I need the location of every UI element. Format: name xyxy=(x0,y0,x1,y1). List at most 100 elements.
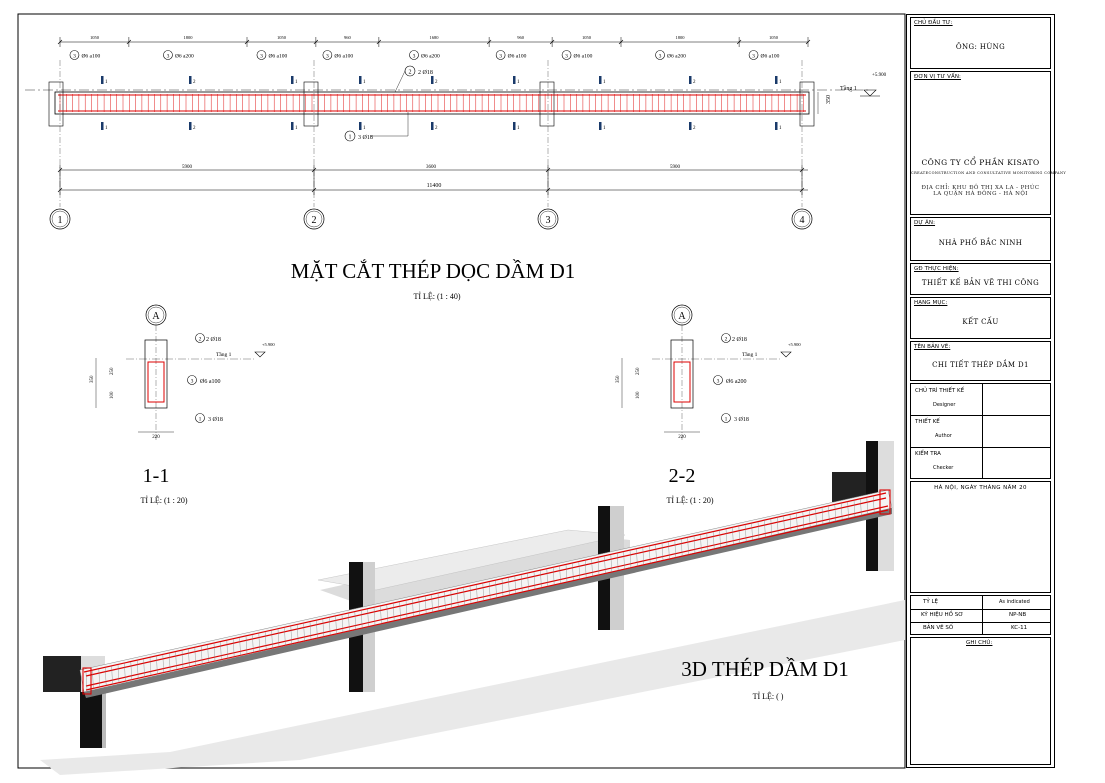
stirrup-label-1: 3 Ø6 a200 xyxy=(163,50,194,60)
svg-text:Ø6 a200: Ø6 a200 xyxy=(175,54,194,60)
svg-text:Ø6 a100: Ø6 a100 xyxy=(574,54,593,60)
svg-text:1: 1 xyxy=(363,126,366,131)
svg-text:2: 2 xyxy=(193,80,196,85)
top-dim-0: 1050 xyxy=(90,35,100,40)
story-label: Tầng 1 xyxy=(840,85,857,92)
owner-box: CHỦ ĐẦU TƯ: ÔNG: HÙNG xyxy=(910,17,1051,69)
svg-text:4: 4 xyxy=(800,215,805,226)
svg-text:Ø6 a100: Ø6 a100 xyxy=(508,54,527,60)
svg-text:+5.900: +5.900 xyxy=(788,342,801,347)
grid-bubble-3: 3 xyxy=(537,60,559,230)
svg-text:A: A xyxy=(152,311,160,322)
svg-text:Ø6 a200: Ø6 a200 xyxy=(667,54,686,60)
cut-mark-5: 11 xyxy=(513,76,520,131)
svg-text:1: 1 xyxy=(779,126,782,131)
grid-bubble-2: 2 xyxy=(303,60,325,230)
svg-text:3: 3 xyxy=(167,53,170,59)
span-dim-0: 5900 xyxy=(182,165,193,170)
top-dim-7: 1800 xyxy=(676,35,686,40)
cut-mark-3: 11 xyxy=(359,76,366,131)
cut-mark-2: 11 xyxy=(291,76,298,131)
phase-box: GĐ THỰC HIỆN: THIẾT KẾ BẢN VẼ THI CÔNG xyxy=(910,263,1051,295)
grid-bubble-4: 4 xyxy=(791,60,813,230)
top-bar-callout: 2 2 Ø18 xyxy=(394,65,433,93)
span-dim-1: 3600 xyxy=(426,165,437,170)
svg-text:250: 250 xyxy=(110,367,115,375)
svg-text:3 Ø18: 3 Ø18 xyxy=(208,417,223,423)
category-box: HẠNG MỤC: KẾT CẤU xyxy=(910,297,1051,339)
svg-text:1: 1 xyxy=(295,126,298,131)
stirrup-label-4: 3 Ø6 a200 xyxy=(409,50,440,60)
view3d-title: 3D THÉP DẦM D1 xyxy=(681,657,848,681)
top-dim-2: 1050 xyxy=(277,35,287,40)
stirrup-label-6: 3 Ø6 a100 xyxy=(561,50,593,60)
svg-text:3: 3 xyxy=(413,53,416,59)
svg-text:3: 3 xyxy=(191,378,194,384)
date-line: HÀ NỘI, NGÀY THÁNG NĂM 20 xyxy=(934,485,1027,491)
svg-text:2 Ø18: 2 Ø18 xyxy=(418,70,433,76)
svg-text:2: 2 xyxy=(193,126,196,131)
cut-mark-8: 11 xyxy=(775,76,782,131)
span-dim-2: 5900 xyxy=(670,165,681,170)
svg-text:2: 2 xyxy=(693,126,696,131)
svg-text:1: 1 xyxy=(349,135,352,141)
svg-text:Ø6 a200: Ø6 a200 xyxy=(421,54,440,60)
svg-text:1: 1 xyxy=(603,80,606,85)
svg-text:1: 1 xyxy=(517,80,520,85)
svg-text:3: 3 xyxy=(717,378,720,384)
svg-text:1: 1 xyxy=(199,416,202,422)
top-dim-5: 960 xyxy=(517,35,525,40)
project-box: DỰ ÁN: NHÀ PHỐ BẮC NINH xyxy=(910,217,1051,261)
svg-text:3 Ø18: 3 Ø18 xyxy=(358,135,373,141)
svg-text:220: 220 xyxy=(152,435,160,440)
stirrup-label-7: 3 Ø6 a200 xyxy=(655,50,686,60)
svg-text:1-1: 1-1 xyxy=(143,465,170,487)
svg-text:TỈ LỆ: (1 : 20): TỈ LỆ: (1 : 20) xyxy=(666,495,713,505)
column-stub-1 xyxy=(303,81,319,127)
company-address: ĐỊA CHỈ: KHU ĐÔ THỊ XA LA - PHÚC LA QUẬN… xyxy=(921,185,1040,197)
cut-mark-1: 22 xyxy=(189,76,196,131)
svg-text:Ø6 a100: Ø6 a100 xyxy=(81,54,100,60)
svg-text:3: 3 xyxy=(565,53,568,59)
sheet-name: CHI TIẾT THÉP DẦM D1 xyxy=(932,361,1029,369)
consultant-box: ĐƠN VỊ TƯ VẤN: CÔNG TY CỔ PHẦN KISATO CR… xyxy=(910,71,1067,215)
sheet-number: KC-11 xyxy=(1011,625,1028,631)
svg-text:TỈ LỆ: (1 : 20): TỈ LỆ: (1 : 20) xyxy=(140,495,187,505)
column-stub-0 xyxy=(48,81,64,127)
svg-text:3: 3 xyxy=(752,53,755,59)
section-title: MẶT CẮT THÉP DỌC DẦM D1 xyxy=(291,259,576,283)
svg-text:2: 2 xyxy=(693,80,696,85)
svg-text:Tầng 1: Tầng 1 xyxy=(216,351,232,358)
phase-value: THIẾT KẾ BẢN VẼ THI CÔNG xyxy=(921,279,1040,287)
svg-text:1: 1 xyxy=(779,80,782,85)
company-sub: CREATECONSTRUCTION AND CONSULTATIVE MONI… xyxy=(911,171,1067,175)
svg-text:100: 100 xyxy=(636,391,641,399)
svg-text:2 Ø18: 2 Ø18 xyxy=(206,337,221,343)
svg-text:2: 2 xyxy=(435,126,438,131)
top-dim-8: 1050 xyxy=(769,35,779,40)
cut-mark-4: 22 xyxy=(431,76,438,131)
svg-text:3: 3 xyxy=(659,53,662,59)
level-marker: +5.900 xyxy=(860,73,887,97)
svg-text:350: 350 xyxy=(616,375,621,383)
signature-box: CHỦ TRÌ THIẾT KẾ Designer THIẾT KẾ Autho… xyxy=(910,383,1051,479)
section-scale: TỈ LỆ: (1 : 40) xyxy=(413,291,460,301)
stirrup-label-5: 3 Ø6 a100 xyxy=(495,50,527,60)
svg-text:1: 1 xyxy=(58,215,63,226)
svg-text:3: 3 xyxy=(499,53,502,59)
svg-text:2: 2 xyxy=(725,336,728,342)
svg-text:1: 1 xyxy=(105,126,108,131)
beam-3d-view: 3D THÉP DẦM D1 TỈ LỆ: ( ) xyxy=(40,441,905,775)
owner-name: ÔNG: HÙNG xyxy=(955,43,1006,51)
svg-text:Ø6 a100: Ø6 a100 xyxy=(334,54,353,60)
drawing-border xyxy=(17,13,906,769)
svg-text:Ø6 a200: Ø6 a200 xyxy=(726,379,747,385)
svg-text:Ø6 a100: Ø6 a100 xyxy=(268,54,287,60)
title-block: CHỦ ĐẦU TƯ: ÔNG: HÙNG ĐƠN VỊ TƯ VẤN: CÔN… xyxy=(906,14,1067,768)
chief-name: Designer xyxy=(933,402,956,408)
designer-name: Author xyxy=(935,433,952,439)
